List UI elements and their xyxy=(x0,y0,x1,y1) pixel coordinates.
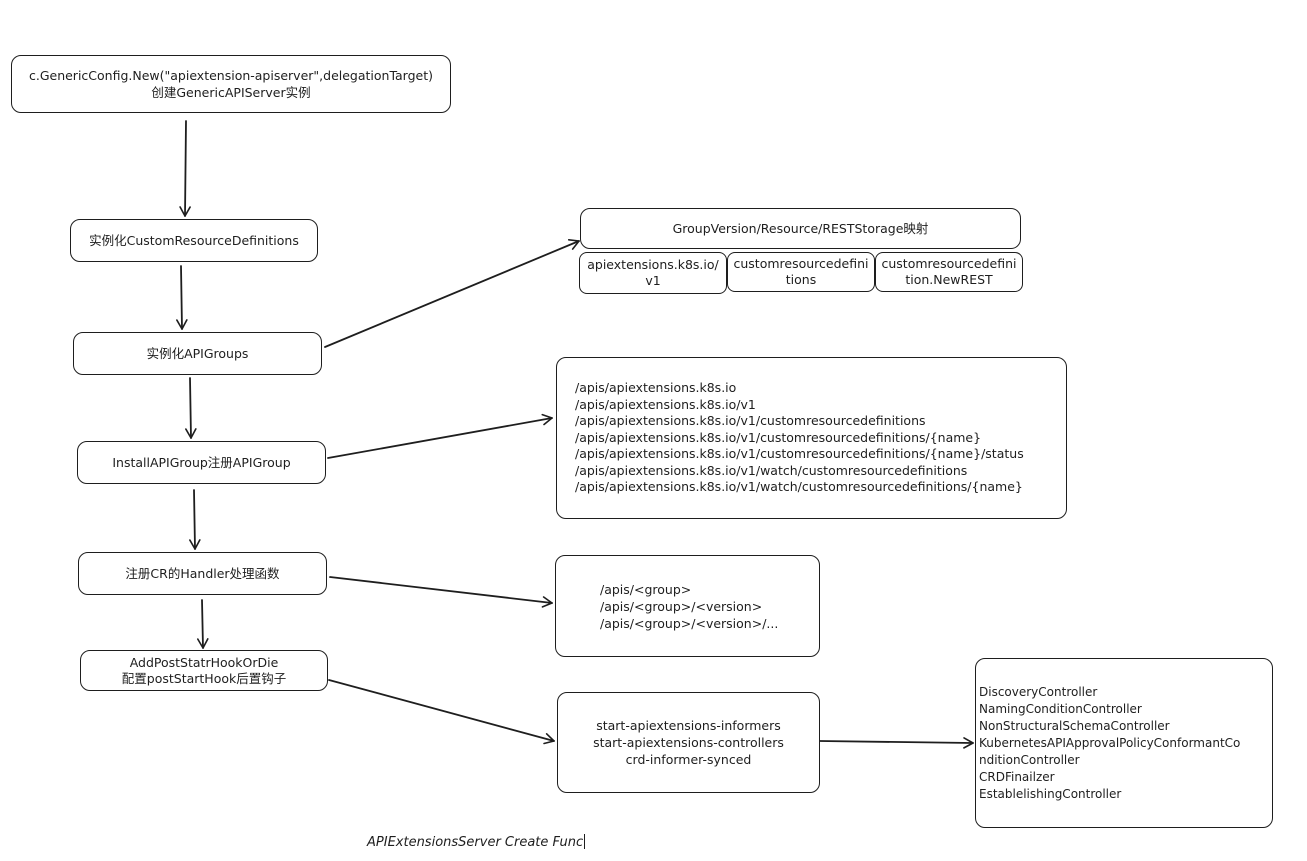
controllers-box: DiscoveryController NamingConditionContr… xyxy=(975,658,1273,828)
storage-mapping-header: GroupVersion/Resource/RESTStorage映射 xyxy=(580,208,1021,249)
controller-item: CRDFinailzer xyxy=(979,769,1055,784)
instantiate-crd-box: 实例化CustomResourceDefinitions xyxy=(70,219,318,262)
generic-config-box: c.GenericConfig.New("apiextension-apiser… xyxy=(11,55,451,113)
cr-paths-box: /apis/<group> /apis/<group>/<version> /a… xyxy=(555,555,820,657)
generic-config-line-2: 创建GenericAPIServer实例 xyxy=(151,85,311,100)
storage-mapping-cell-rest-storage: customresourcedefinition.NewREST xyxy=(875,252,1023,292)
cr-path-item: /apis/<group> xyxy=(600,581,692,597)
register-cr-handler-box: 注册CR的Handler处理函数 xyxy=(78,552,327,595)
instantiate-apigroups-box: 实例化APIGroups xyxy=(73,332,322,375)
post-start-hook-item: crd-informer-synced xyxy=(625,752,752,767)
api-path-item: /apis/apiextensions.k8s.io/v1/customreso… xyxy=(575,413,926,429)
api-path-item: /apis/apiextensions.k8s.io/v1/customreso… xyxy=(575,429,982,445)
api-path-item: /apis/apiextensions.k8s.io/v1/watch/cust… xyxy=(575,462,968,478)
api-paths-box: /apis/apiextensions.k8s.io /apis/apiexte… xyxy=(556,357,1067,519)
post-start-hooks-box: start-apiextensions-informers start-apie… xyxy=(557,692,820,793)
arrow-apigroups-to-install xyxy=(185,377,197,439)
add-post-start-hook-box: AddPostStatrHookOrDie 配置postStartHook后置钩… xyxy=(80,650,328,691)
controller-item: nditionController xyxy=(979,752,1080,767)
instantiate-apigroups-label: 实例化APIGroups xyxy=(146,346,249,361)
arrow-install-to-handler xyxy=(189,489,201,550)
arrow-handler-to-cr-paths xyxy=(329,576,553,608)
cr-path-item: /apis/<group>/<version> xyxy=(600,598,763,614)
post-start-hook-item: start-apiextensions-controllers xyxy=(593,735,784,750)
diagram-caption: APIExtensionsServer Create Func xyxy=(367,835,584,850)
api-path-item: /apis/apiextensions.k8s.io/v1/customreso… xyxy=(575,446,1024,462)
post-start-hook-item: start-apiextensions-informers xyxy=(596,718,781,733)
arrow-install-to-paths xyxy=(327,413,553,459)
add-post-start-hook-line-2: 配置postStartHook后置钩子 xyxy=(121,670,287,686)
add-post-start-hook-line-1: AddPostStatrHookOrDie xyxy=(129,654,279,670)
api-path-item: /apis/apiextensions.k8s.io xyxy=(575,380,737,396)
api-path-item: /apis/apiextensions.k8s.io/v1 xyxy=(575,396,756,412)
instantiate-crd-label: 实例化CustomResourceDefinitions xyxy=(89,233,299,248)
controller-item: NamingConditionController xyxy=(979,701,1142,716)
storage-mapping-cell-resource-text: customresourcedefinitions xyxy=(733,256,869,287)
controller-item: DiscoveryController xyxy=(979,684,1098,699)
arrow-apigroups-to-mapping xyxy=(324,239,580,348)
storage-mapping-cell-resource: customresourcedefinitions xyxy=(727,252,875,292)
api-path-item: /apis/apiextensions.k8s.io/v1/watch/cust… xyxy=(575,479,1023,495)
generic-config-line-1: c.GenericConfig.New("apiextension-apiser… xyxy=(28,68,434,83)
arrow-config-to-crd xyxy=(179,120,191,217)
storage-mapping-cell-rest-storage-text: customresourcedefinition.NewREST xyxy=(881,256,1017,287)
controller-item: NonStructuralSchemaController xyxy=(979,718,1170,733)
storage-mapping-cell-group-version-text: apiextensions.k8s.io/v1 xyxy=(587,257,719,288)
install-apigroup-box: InstallAPIGroup注册APIGroup xyxy=(77,441,326,484)
register-cr-handler-label: 注册CR的Handler处理函数 xyxy=(125,566,280,581)
install-apigroup-label: InstallAPIGroup注册APIGroup xyxy=(112,455,291,470)
storage-mapping-header-label: GroupVersion/Resource/RESTStorage映射 xyxy=(672,221,929,236)
arrow-hooks-to-controllers xyxy=(819,737,974,749)
controller-item: KubernetesAPIApprovalPolicyConformantCo xyxy=(979,735,1241,750)
controller-item: EstablelishingController xyxy=(979,786,1122,801)
arrow-hook-to-hooks xyxy=(328,679,555,745)
cr-path-item: /apis/<group>/<version>/... xyxy=(600,615,779,631)
arrow-handler-to-hook xyxy=(197,599,209,649)
arrow-crd-to-apigroups xyxy=(176,265,188,330)
storage-mapping-cell-group-version: apiextensions.k8s.io/v1 xyxy=(579,252,727,294)
